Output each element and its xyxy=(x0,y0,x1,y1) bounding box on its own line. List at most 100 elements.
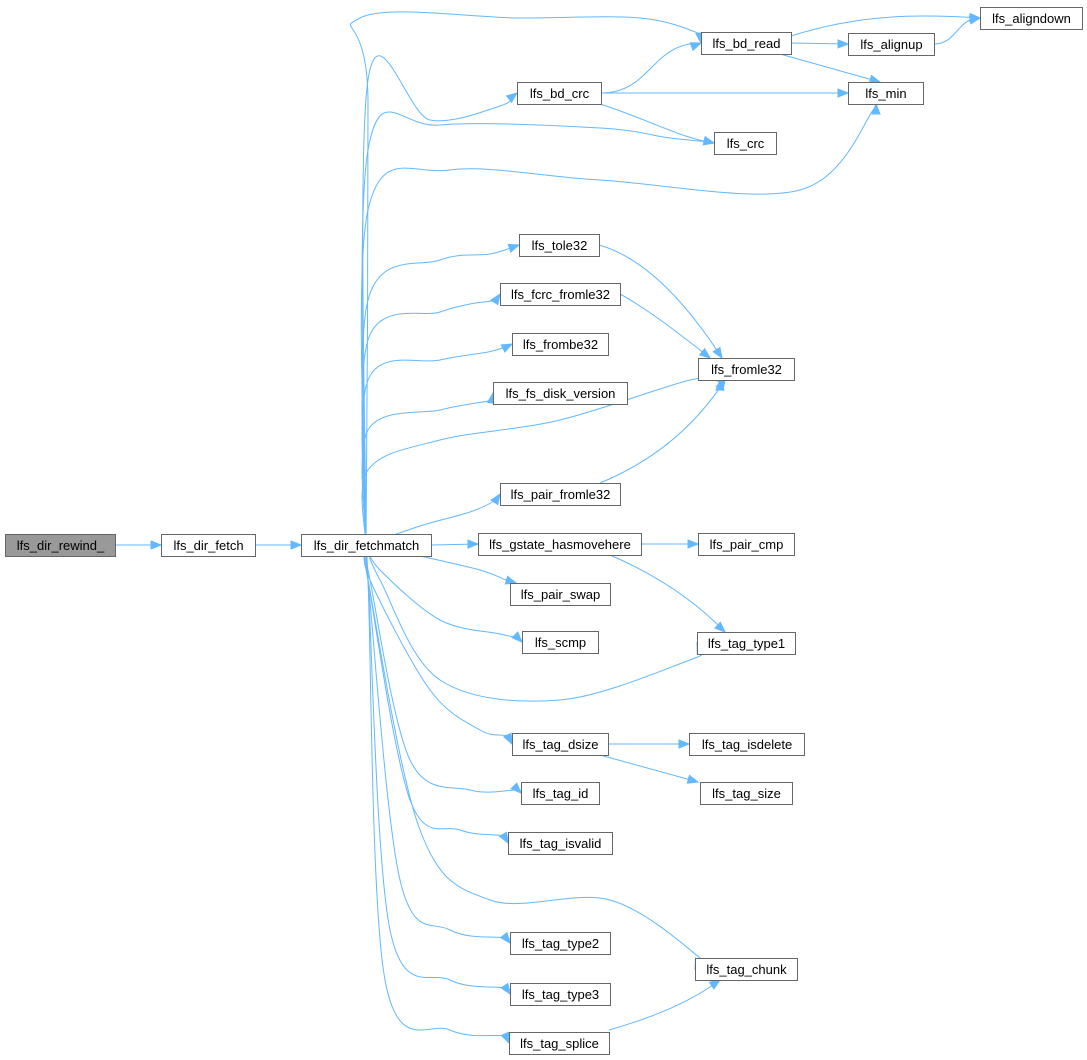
node-box xyxy=(697,632,796,655)
edge-fcrc-fromle32-to-fromle32 xyxy=(619,293,712,359)
node-label: lfs_dir_fetch xyxy=(173,538,243,553)
edge-fetchmatch-to-tag-dsize xyxy=(363,544,513,746)
node-box xyxy=(521,782,600,805)
node-label: lfs_fcrc_fromle32 xyxy=(511,287,610,302)
node-pair-swap[interactable]: lfs_pair_swap xyxy=(510,583,611,606)
node-tag-type1[interactable]: lfs_tag_type1 xyxy=(697,632,796,655)
node-frombe32[interactable]: lfs_frombe32 xyxy=(512,333,609,356)
node-box xyxy=(508,832,613,855)
node-box xyxy=(5,534,116,557)
edge-tag-dsize-to-tag-size xyxy=(599,754,700,784)
node-fs-disk-version[interactable]: lfs_fs_disk_version xyxy=(493,382,628,405)
node-tag-size[interactable]: lfs_tag_size xyxy=(700,782,793,805)
edge-bd-read-to-min-line xyxy=(779,53,881,83)
edge-bd-crc-to-bd-read xyxy=(600,42,703,94)
edge-fetchmatch-to-crc-line xyxy=(361,111,715,546)
edge-fetchmatch-to-bd-crc-line xyxy=(362,55,518,546)
edge-pair-fromle32-to-fromle32 xyxy=(599,378,726,484)
edge-fetchmatch-to-tag-chunk-line xyxy=(363,544,706,970)
node-tag-isdelete[interactable]: lfs_tag_isdelete xyxy=(689,733,805,756)
edge-gstate-hasmovehere-to-pair-cmp-arrowhead xyxy=(687,539,700,549)
edge-tag-splice-to-tag-chunk-arrowhead xyxy=(708,979,722,990)
edge-fcrc-fromle32-to-fromle32-line xyxy=(619,293,711,359)
edge-bd-read-to-alignup xyxy=(790,39,850,49)
node-label: lfs_tole32 xyxy=(532,238,588,253)
edge-fetchmatch-to-tag-id-line xyxy=(365,544,524,794)
edge-fetchmatch-to-scmp-arrowhead xyxy=(511,631,523,643)
edge-fetchmatch-to-tag-type3-arrowhead xyxy=(500,982,511,996)
node-box xyxy=(519,234,600,257)
edge-bd-crc-to-min xyxy=(601,88,850,98)
node-tag-dsize[interactable]: lfs_tag_dsize xyxy=(512,733,609,756)
edge-fetchmatch-to-fcrc-fromle32-line xyxy=(361,293,501,546)
node-aligndown[interactable]: lfs_aligndown xyxy=(980,7,1083,30)
node-fromle32[interactable]: lfs_fromle32 xyxy=(698,358,795,381)
node-box xyxy=(689,733,805,756)
node-label: lfs_aligndown xyxy=(992,11,1071,26)
edge-fetchmatch-to-pair-fromle32-arrowhead xyxy=(490,492,501,506)
node-gstate-hasmovehere[interactable]: lfs_gstate_hasmovehere xyxy=(478,533,642,556)
node-pair-cmp[interactable]: lfs_pair_cmp xyxy=(698,533,795,556)
node-label: lfs_min xyxy=(865,86,906,101)
node-bd-crc[interactable]: lfs_bd_crc xyxy=(517,82,602,105)
node-tag-id[interactable]: lfs_tag_id xyxy=(521,782,600,805)
node-box xyxy=(478,533,642,556)
node-bd-read[interactable]: lfs_bd_read xyxy=(701,32,792,55)
node-alignup[interactable]: lfs_alignup xyxy=(848,33,935,56)
node-tag-type3[interactable]: lfs_tag_type3 xyxy=(510,983,611,1006)
node-fetch[interactable]: lfs_dir_fetch xyxy=(161,534,256,557)
edge-gstate-hasmovehere-to-tag-type1 xyxy=(609,554,726,633)
edge-gstate-hasmovehere-to-tag-type1-line xyxy=(609,554,726,633)
edge-fetch-to-fetchmatch-arrowhead xyxy=(290,540,303,550)
node-tag-splice[interactable]: lfs_tag_splice xyxy=(509,1032,610,1055)
node-box xyxy=(512,733,609,756)
node-tag-isvalid[interactable]: lfs_tag_isvalid xyxy=(508,832,613,855)
edge-fetchmatch-to-tag-type2-line xyxy=(364,543,512,944)
edge-fcrc-fromle32-to-fromle32-arrowhead xyxy=(698,347,712,359)
node-box xyxy=(695,958,798,981)
edge-fetchmatch-to-tag-type1-line xyxy=(365,544,704,702)
edge-pair-fromle32-to-fromle32-line xyxy=(599,379,726,484)
node-label: lfs_tag_id xyxy=(533,786,589,801)
edge-fetchmatch-to-gstate-hasmovehere xyxy=(430,539,480,549)
node-tole32[interactable]: lfs_tole32 xyxy=(519,234,600,257)
node-pair-fromle32[interactable]: lfs_pair_fromle32 xyxy=(500,483,621,506)
node-label: lfs_dir_rewind_ xyxy=(17,538,105,553)
node-box xyxy=(510,932,611,955)
edge-tole32-to-fromle32-arrowhead xyxy=(712,346,723,360)
node-label: lfs_pair_fromle32 xyxy=(511,487,611,502)
edge-fetchmatch-to-scmp-line xyxy=(365,544,523,643)
node-rewind[interactable]: lfs_dir_rewind_ xyxy=(5,534,116,557)
node-tag-chunk[interactable]: lfs_tag_chunk xyxy=(695,958,798,981)
edge-fetchmatch-to-min-arrowhead xyxy=(871,102,881,115)
node-crc[interactable]: lfs_crc xyxy=(714,132,777,155)
node-label: lfs_tag_dsize xyxy=(523,737,599,752)
node-box xyxy=(161,534,256,557)
node-label: lfs_tag_isvalid xyxy=(520,836,602,851)
node-fcrc-fromle32[interactable]: lfs_fcrc_fromle32 xyxy=(500,283,621,306)
edge-tole32-to-fromle32 xyxy=(598,244,723,360)
edge-alignup-to-aligndown xyxy=(933,15,982,45)
edge-fetchmatch-to-tag-type3 xyxy=(365,540,512,996)
node-min[interactable]: lfs_min xyxy=(848,82,924,105)
edge-bd-crc-to-min-arrowhead xyxy=(837,88,850,98)
edge-bd-crc-to-crc-arrowhead xyxy=(702,136,716,146)
edge-fetchmatch-to-tag-splice xyxy=(365,536,512,1045)
node-tag-type2[interactable]: lfs_tag_type2 xyxy=(510,932,611,955)
node-scmp[interactable]: lfs_scmp xyxy=(522,631,599,654)
node-label: lfs_bd_read xyxy=(713,36,781,51)
node-label: lfs_fs_disk_version xyxy=(506,386,616,401)
node-box xyxy=(512,333,609,356)
node-box xyxy=(698,533,795,556)
edge-tag-dsize-to-tag-size-arrowhead xyxy=(686,774,700,784)
edge-fetchmatch-to-min-line xyxy=(360,98,883,546)
edge-fetchmatch-to-frombe32 xyxy=(361,343,514,546)
edge-gstate-hasmovehere-to-tag-type1-arrowhead xyxy=(714,621,726,633)
node-label: lfs_tag_type1 xyxy=(708,636,785,651)
node-fetchmatch[interactable]: lfs_dir_fetchmatch xyxy=(301,534,432,557)
node-label: lfs_tag_isdelete xyxy=(702,737,792,752)
edge-gstate-hasmovehere-to-pair-cmp xyxy=(641,539,700,549)
node-box xyxy=(301,534,432,557)
node-label: lfs_bd_crc xyxy=(530,86,590,101)
edge-tag-splice-to-tag-chunk xyxy=(608,979,722,1031)
